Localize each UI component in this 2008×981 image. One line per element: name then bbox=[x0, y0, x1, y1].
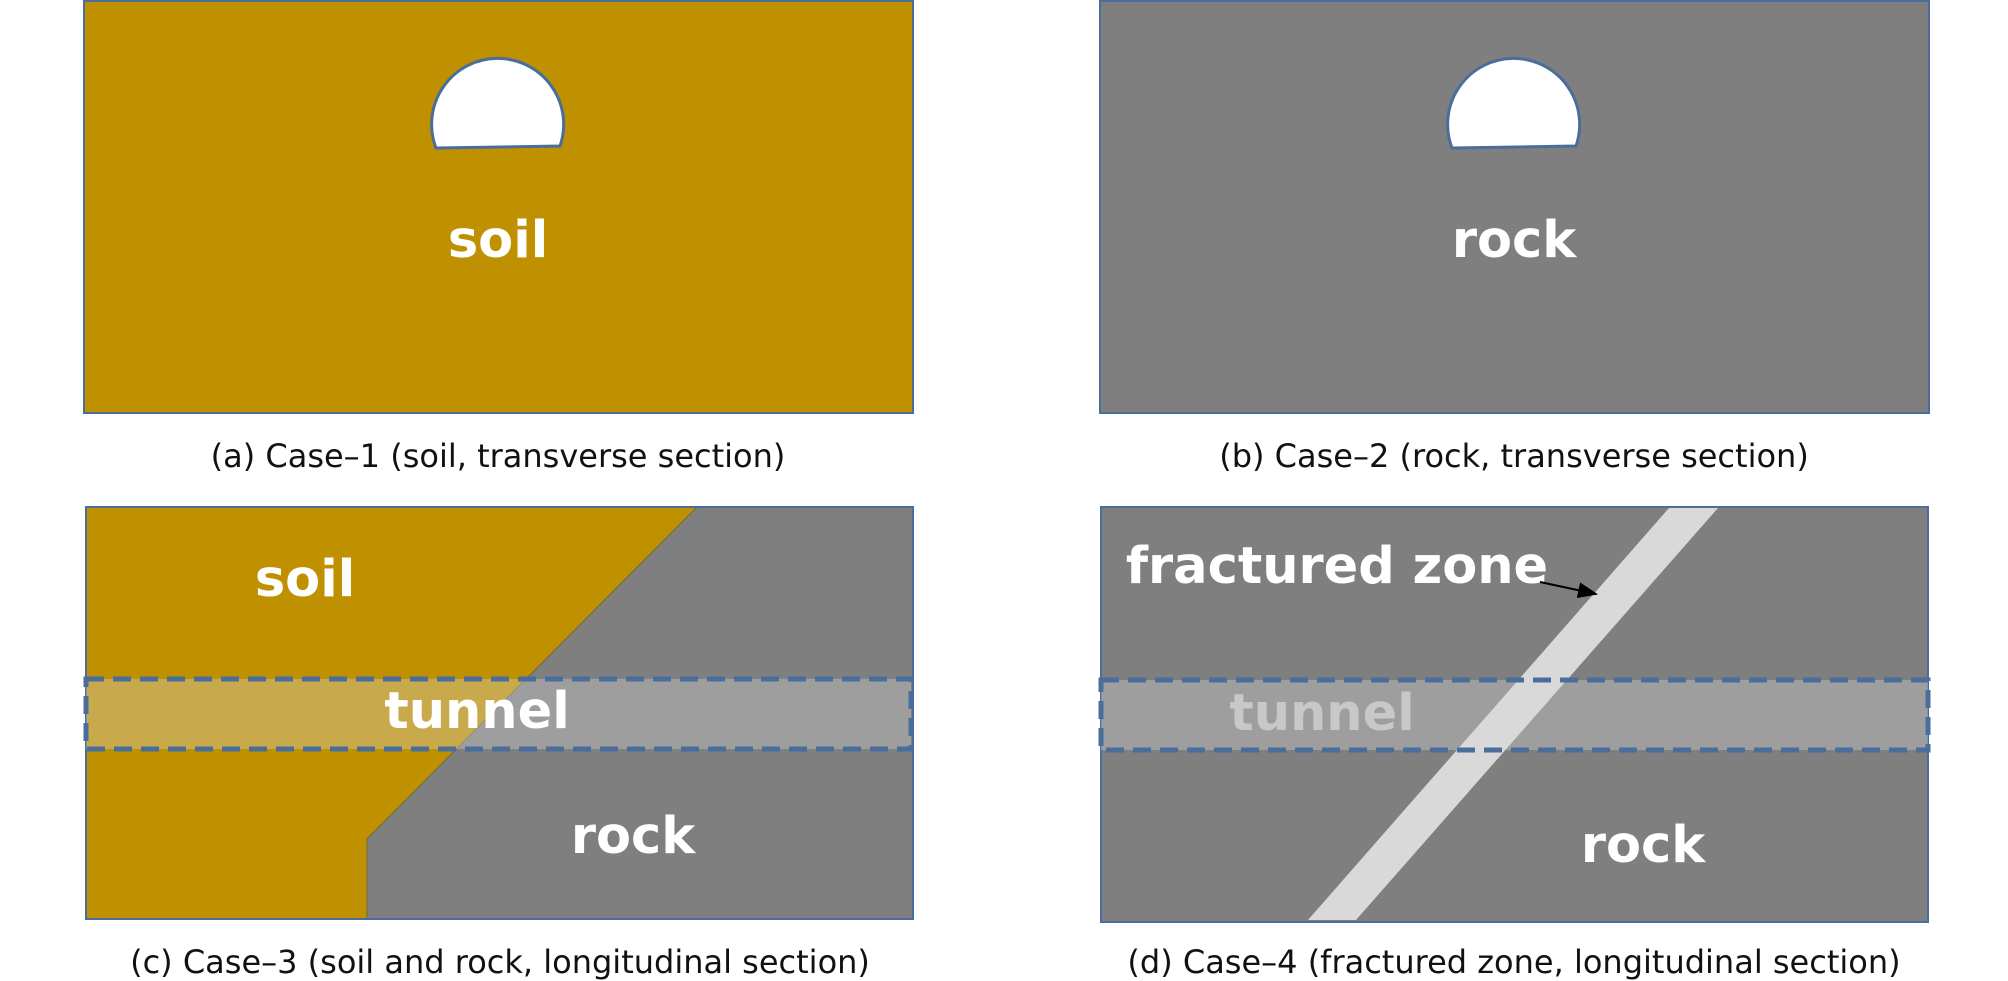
fractured-zone-band bbox=[1308, 508, 1718, 920]
tunnel-label: tunnel bbox=[384, 682, 569, 741]
tunnel-band bbox=[83, 676, 914, 752]
tunnel-band bbox=[1098, 677, 1931, 753]
caption-a: (a) Case–1 (soil, transverse section) bbox=[211, 437, 786, 475]
panel-a: soil (a) Case–1 (soil, transverse sectio… bbox=[83, 0, 914, 475]
tunnel-cross-section bbox=[1446, 56, 1582, 150]
caption-d: (d) Case–4 (fractured zone, longitudinal… bbox=[1127, 943, 1900, 981]
fractured-zone-pointer-arrow bbox=[1539, 581, 1598, 599]
rock-label: rock bbox=[1581, 816, 1706, 875]
panel-c: soil tunnel rock (c) Case–3 (soil and ro… bbox=[83, 506, 914, 981]
caption-c: (c) Case–3 (soil and rock, longitudinal … bbox=[130, 943, 870, 981]
rock-label: rock bbox=[571, 807, 696, 866]
tunnel-cross-section bbox=[430, 56, 566, 150]
fractured-zone-label: fractured zone bbox=[1126, 537, 1548, 596]
caption-b: (b) Case–2 (rock, transverse section) bbox=[1219, 437, 1809, 475]
tunnel-label: tunnel bbox=[1229, 684, 1414, 743]
rock-label: rock bbox=[1452, 211, 1577, 270]
soil-label: soil bbox=[448, 211, 548, 270]
panel-d: fractured zone tunnel rock (d) Case–4 (f… bbox=[1098, 506, 1931, 981]
soil-label: soil bbox=[255, 550, 355, 609]
panel-b: rock (b) Case–2 (rock, transverse sectio… bbox=[1099, 0, 1930, 475]
